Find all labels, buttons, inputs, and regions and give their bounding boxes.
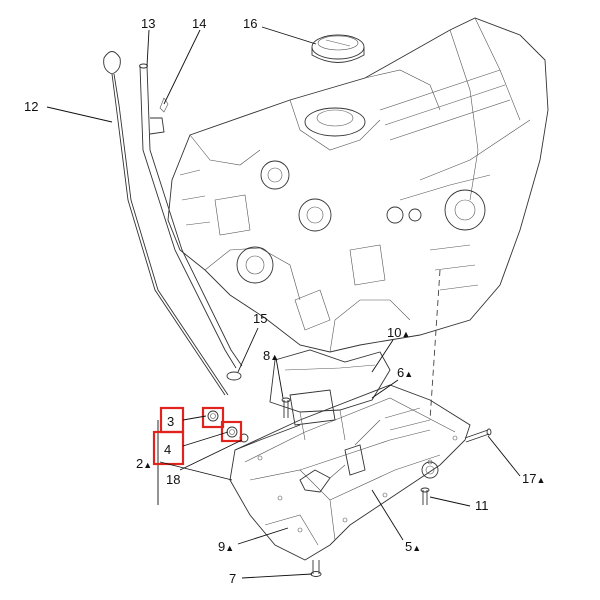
seal-4 bbox=[226, 426, 238, 438]
callout-9: 9 bbox=[218, 539, 225, 554]
marker-10: ▲ bbox=[401, 329, 410, 339]
callout-2: 2 bbox=[136, 456, 143, 471]
bolt-8 bbox=[281, 397, 291, 418]
highlight-box-plug bbox=[201, 406, 225, 429]
callout-11: 11 bbox=[475, 498, 489, 513]
oil-pickup bbox=[299, 419, 381, 493]
dipstick bbox=[103, 51, 229, 396]
o-ring bbox=[226, 371, 242, 381]
alignment-line bbox=[429, 269, 441, 421]
callout-10: 10 bbox=[387, 325, 401, 340]
marker-8: ▲ bbox=[270, 352, 279, 362]
oil-pan bbox=[229, 384, 471, 561]
callout-8-group: 8▲ bbox=[263, 348, 279, 363]
callout-3: 3 bbox=[167, 414, 174, 429]
callout-13: 13 bbox=[141, 16, 155, 31]
callout-15: 15 bbox=[253, 311, 267, 326]
marker-9: ▲ bbox=[225, 543, 234, 553]
callout-14: 14 bbox=[192, 16, 206, 31]
bolt-11 bbox=[420, 487, 430, 505]
callout-4: 4 bbox=[164, 442, 171, 457]
plug-3 bbox=[207, 410, 219, 422]
baffle-plate bbox=[269, 349, 391, 441]
engine-block bbox=[167, 17, 549, 353]
callout-2-group: 2▲ bbox=[136, 456, 152, 471]
callout-10-group: 10▲ bbox=[387, 325, 410, 340]
callout-5: 5 bbox=[405, 539, 412, 554]
callout-12: 12 bbox=[24, 99, 38, 114]
callout-7: 7 bbox=[229, 571, 236, 586]
callout-16: 16 bbox=[243, 16, 257, 31]
marker-17: ▲ bbox=[536, 475, 545, 485]
drain-plug-7 bbox=[310, 560, 322, 577]
callout-17: 17 bbox=[522, 471, 536, 486]
marker-5: ▲ bbox=[412, 543, 421, 553]
callout-17-group: 17▲ bbox=[522, 471, 545, 486]
callout-18: 18 bbox=[166, 472, 180, 487]
callout-8: 8 bbox=[263, 348, 270, 363]
callout-6-group: 6▲ bbox=[397, 365, 413, 380]
callout-9-group: 9▲ bbox=[218, 539, 234, 554]
bolt-17 bbox=[464, 428, 492, 443]
callout-5-group: 5▲ bbox=[405, 539, 421, 554]
leader-lines bbox=[46, 26, 521, 579]
marker-6: ▲ bbox=[404, 369, 413, 379]
oil-filler-cap bbox=[311, 34, 365, 63]
marker-2: ▲ bbox=[143, 460, 152, 470]
highlight-box-seal bbox=[220, 420, 243, 443]
dipstick-tube bbox=[139, 63, 243, 369]
callout-6: 6 bbox=[397, 365, 404, 380]
